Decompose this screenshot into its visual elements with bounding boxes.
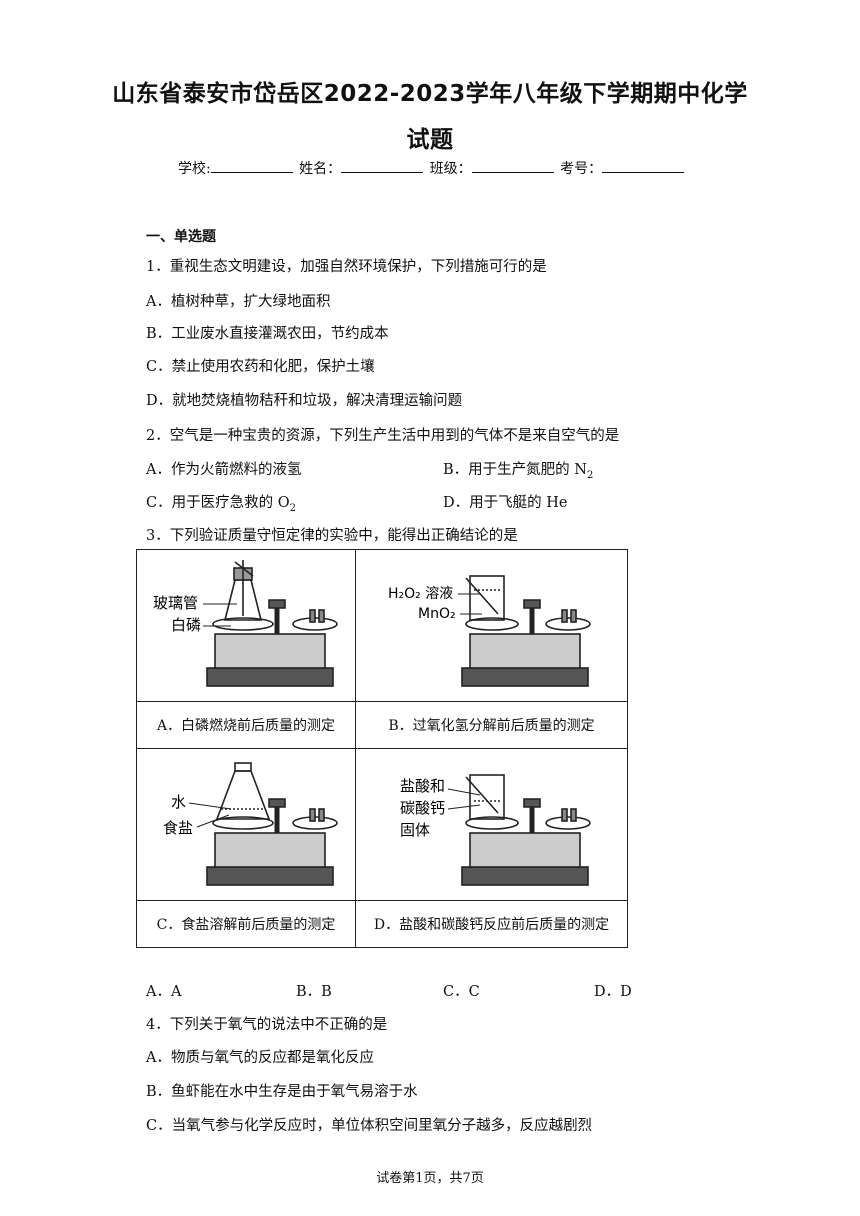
q3-caption-b: B．过氧化氢分解前后质量的测定 xyxy=(355,701,628,749)
section-title: 一、单选题 xyxy=(146,229,216,245)
number-label: 考号： xyxy=(560,161,603,177)
figure-a-label-1: 玻璃管 xyxy=(153,594,198,612)
q3-option-b: B．B xyxy=(296,984,332,1000)
figure-d-label-3: 固体 xyxy=(400,821,430,839)
school-label: 学校: xyxy=(178,161,211,177)
q2-option-a: A．作为火箭燃料的液氢 xyxy=(146,462,302,478)
q3-figure-a: 玻璃管 白磷 xyxy=(136,549,356,702)
q4-stem: 4．下列关于氧气的说法中不正确的是 xyxy=(146,1017,388,1033)
q1-option-b: B．工业废水直接灌溉农田，节约成本 xyxy=(146,326,389,342)
number-field[interactable] xyxy=(602,158,685,173)
q4-option-a: A．物质与氧气的反应都是氧化反应 xyxy=(146,1050,374,1066)
class-label: 班级： xyxy=(429,161,472,177)
figure-b-label-2: MnO₂ xyxy=(418,606,456,622)
q2-option-b-text: B．用于生产氮肥的 N xyxy=(443,462,587,478)
q3-figure-d: 盐酸和 碳酸钙 固体 xyxy=(355,748,628,901)
q2-option-b-subscript: 2 xyxy=(586,469,594,481)
exam-title-line2: 试题 xyxy=(406,127,454,153)
q2-option-c-subscript: 2 xyxy=(289,502,296,514)
q4-option-c: C．当氧气参与化学反应时，单位体积空间里氧分子越多，反应越剧烈 xyxy=(146,1118,593,1134)
q1-stem: 1．重视生态文明建设，加强自然环境保护，下列措施可行的是 xyxy=(146,259,547,275)
q2-option-c-text: C．用于医疗急救的 O xyxy=(146,495,290,511)
q1-option-d: D．就地焚烧植物秸秆和垃圾，解决清理运输问题 xyxy=(146,393,463,409)
q1-option-c: C．禁止使用农药和化肥，保护土壤 xyxy=(146,359,375,375)
q4-option-b: B．鱼虾能在水中生存是由于氧气易溶于水 xyxy=(146,1084,418,1100)
q3-caption-a: A．白磷燃烧前后质量的测定 xyxy=(136,701,356,749)
class-field[interactable] xyxy=(471,158,554,173)
q2-stem: 2．空气是一种宝贵的资源，下列生产生活中用到的气体不是来自空气的是 xyxy=(146,428,620,444)
balance-beaker-figure: 盐酸和 碳酸钙 固体 xyxy=(400,774,591,886)
exam-title-line1: 山东省泰安市岱岳区2022-2023学年八年级下学期期中化学 xyxy=(112,81,748,107)
figure-c-label-1: 水 xyxy=(171,793,186,811)
q3-option-a: A．A xyxy=(146,984,182,1000)
q3-option-c: C．C xyxy=(443,984,480,1000)
balance-flask-figure: 水 食盐 xyxy=(163,762,338,886)
q2-option-c: C．用于医疗急救的 O2 xyxy=(146,491,296,514)
q3-figure-c: 水 食盐 xyxy=(136,748,356,901)
figure-d-label-2: 碳酸钙 xyxy=(400,799,445,817)
figure-a-label-2: 白磷 xyxy=(171,616,201,634)
balance-beaker-figure: H₂O₂ 溶液 MnO₂ xyxy=(388,575,591,687)
q3-figure-b: H₂O₂ 溶液 MnO₂ xyxy=(355,549,628,702)
q3-caption-d: D．盐酸和碳酸钙反应前后质量的测定 xyxy=(355,900,628,948)
balance-flask-figure: 玻璃管 白磷 xyxy=(153,560,338,687)
school-field[interactable] xyxy=(210,158,293,173)
q3-stem: 3．下列验证质量守恒定律的实验中，能得出正确结论的是 xyxy=(146,528,518,544)
figure-b-label-1: H₂O₂ 溶液 xyxy=(388,586,453,602)
q3-experiment-table: 玻璃管 白磷 xyxy=(136,549,628,948)
page-footer: 试卷第1页，共7页 xyxy=(376,1171,484,1186)
name-label: 姓名： xyxy=(299,161,342,177)
q2-option-b: B．用于生产氮肥的 N2 xyxy=(443,458,593,481)
q2-option-d: D．用于飞艇的 He xyxy=(443,495,568,511)
q1-option-a: A．植树种草，扩大绿地面积 xyxy=(146,294,331,310)
figure-c-label-2: 食盐 xyxy=(163,819,193,837)
q3-caption-c: C．食盐溶解前后质量的测定 xyxy=(136,900,356,948)
student-info-row: 学校: 姓名： 班级： 考号： xyxy=(178,158,686,178)
figure-d-label-1: 盐酸和 xyxy=(400,777,445,795)
q3-option-d: D．D xyxy=(594,984,632,1000)
name-field[interactable] xyxy=(341,158,424,173)
